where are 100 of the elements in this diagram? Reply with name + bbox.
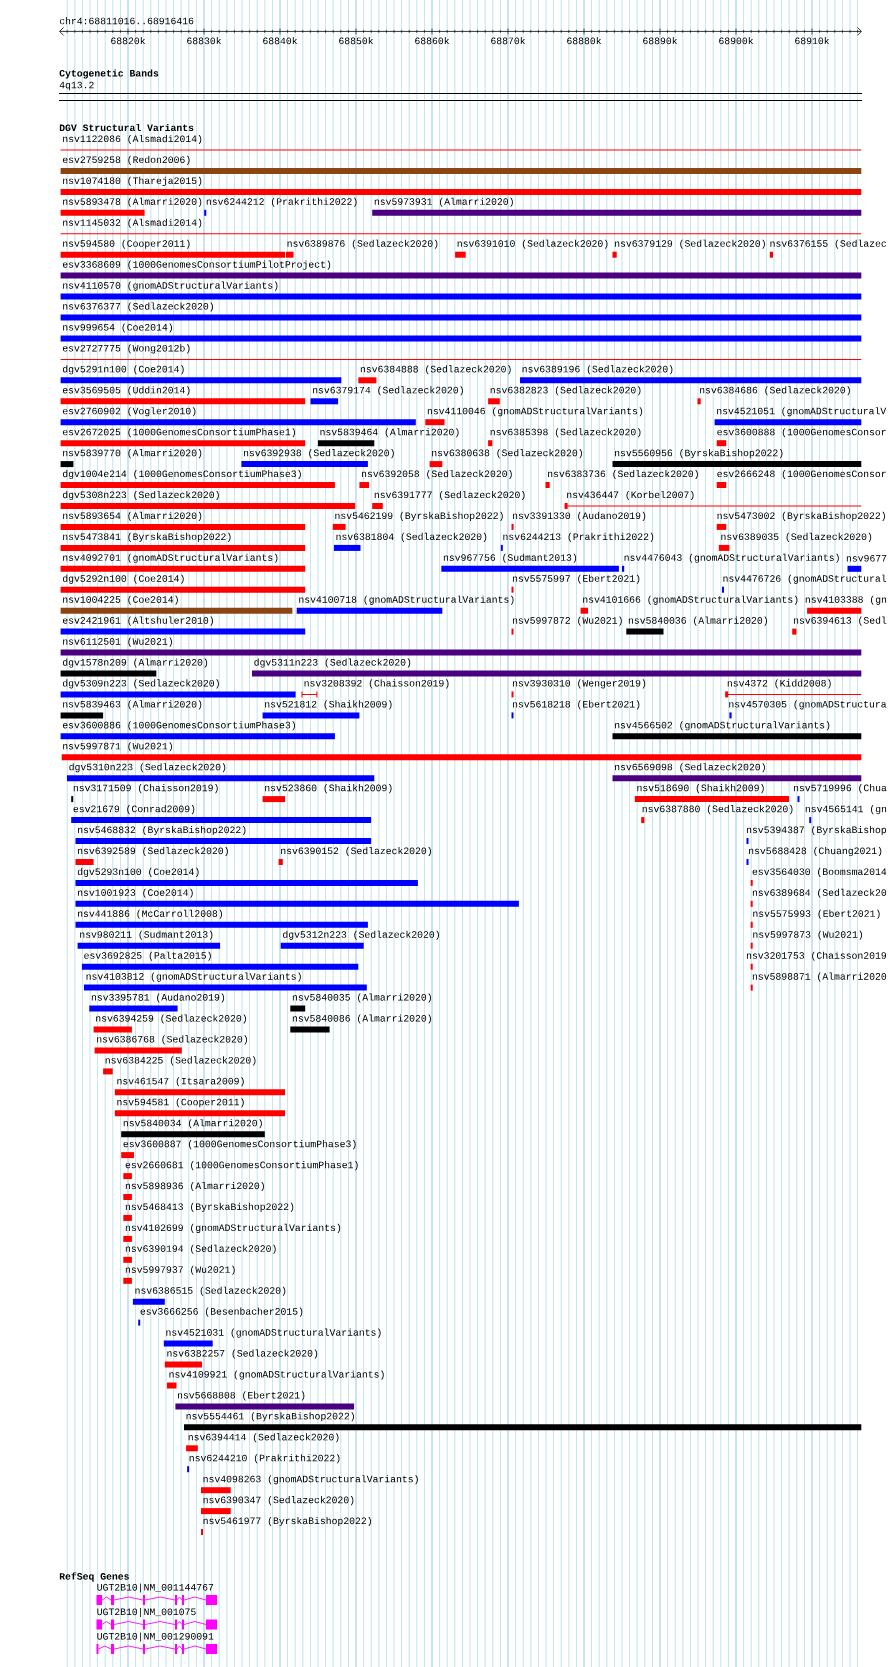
variant-label: nsv594581 (Cooper2011)	[117, 1098, 244, 1108]
variant-label: nsv4476043 (gnomADStructuralVariants)	[624, 553, 839, 563]
variant-label: nsv1001923 (Coe2014)	[78, 888, 193, 898]
variant-label: nsv5898936 (Almarri2020)	[125, 1181, 264, 1192]
variant-label: nsv5461977 (ByrskaBishop2022)	[203, 1516, 371, 1527]
variant-label: nsv3391330 (Audano2019)	[512, 511, 646, 521]
tick-label: 68910k	[795, 37, 830, 45]
variant-label: nsv6381804 (Sedlazeck2020)	[336, 532, 487, 542]
variant-label: esv3600888 (1000GenomesConsor	[717, 428, 886, 438]
variant-label: dgv5309n223 (Sedlazeck2020)	[62, 679, 219, 689]
track-title: RefSeq Genes	[59, 1572, 129, 1582]
variant-label: esv3569505 (Uddin2014)	[62, 386, 190, 396]
gene-label: UGT2B10|NM_001075	[97, 1607, 196, 1618]
variant-label: nsv5997937 (Wu2021)	[125, 1265, 235, 1275]
variant-label: nsv6389684 (Sedlazeck20	[752, 888, 887, 898]
variant-label: dgv5291n100 (Coe2014)	[62, 365, 184, 375]
variant-label: nsv6383736 (Sedlazeck2020)	[548, 469, 698, 480]
variant-label: nsv6387880 (Sedlazeck2020)	[642, 805, 793, 815]
variant-label: nsv5840034 (Almarri2020)	[123, 1119, 262, 1129]
variant-label: nsv1122086 (Alsmadi2014)	[63, 134, 202, 145]
variant-label: nsv594580 (Cooper2011)	[63, 239, 190, 249]
variant-label: nsv1074180 (Thareja2015)	[63, 176, 202, 186]
variant-label: nsv6384888 (Sedlazeck2020)	[360, 365, 511, 375]
variant-label: nsv5668808 (Ebert2021)	[177, 1391, 305, 1401]
variant-label: nsv4103812 (gnomADStructuralVariants)	[86, 972, 301, 982]
variant-label: nsv4110046 (gnomADStructuralVariants)	[427, 407, 643, 417]
variant-label: nsv5394387 (ByrskaBishop	[746, 825, 887, 836]
variant-label: nsv3208392 (Chaisson2019)	[304, 679, 449, 689]
variant-label: nsv518690 (Shaikh2009)	[637, 784, 764, 794]
variant-label: nsv6376155 (Sedlazec	[770, 239, 887, 249]
variant-label: esv3692825 (Palta2015)	[84, 951, 211, 961]
variant-label: nsv3395781 (Audano2019)	[91, 993, 225, 1003]
variant-label: esv2660681 (1000GenomesConsortiumPhase1)	[125, 1161, 358, 1171]
variant-label: dgv5293n100 (Coe2014)	[77, 867, 199, 877]
variant-label: nsv6380638 (Sedlazeck2020)	[432, 449, 582, 459]
variant-label: dgv1004e214 (1000GenomesConsortiumPhase3)	[62, 469, 301, 480]
variant-label: nsv461547 (Itsara2009)	[117, 1077, 244, 1087]
variant-label: nsv6382823 (Sedlazeck2020)	[490, 386, 641, 396]
variant-label: nsv6390194 (Sedlazeck2020)	[125, 1244, 276, 1254]
tick-label: 68820k	[111, 37, 146, 45]
variant-label: nsv5473841 (ByrskaBishop2022)	[63, 532, 231, 542]
variant-label: esv2760902 (Vogler2010)	[62, 407, 196, 417]
variant-label: nsv4100718 (gnomADStructuralVariants)	[299, 595, 514, 605]
variant-label: nsv5560956 (ByrskaBishop2022)	[615, 449, 783, 459]
variant-label: nsv4092701 (gnomADStructuralVariants)	[63, 553, 278, 563]
variant-label: nsv999654 (Coe2014)	[63, 323, 172, 333]
variant-label: nsv6394259 (Sedlazeck2020)	[96, 1014, 246, 1024]
variant-label: nsv5719996 (Chua	[793, 784, 887, 794]
variant-label: nsv5575997 (Ebert2021)	[512, 574, 640, 584]
variant-label: nsv5893478 (Almarri2020)	[63, 197, 202, 207]
variant-label: nsv6394414 (Sedlazeck2020)	[188, 1433, 339, 1443]
variant-label: nsv3930310 (Wenger2019)	[512, 679, 646, 689]
variant-label: nsv4109921 (gnomADStructuralVariants)	[169, 1370, 384, 1380]
variant-label: nsv6376377 (Sedlazeck2020)	[63, 302, 213, 312]
variant-label: esv3564030 (Boomsma2014	[752, 867, 887, 877]
variant-label: nsv4101666 (gnomADStructuralVariants)	[583, 595, 798, 605]
variant-label: dgv5310n223 (Sedlazeck2020)	[69, 763, 226, 773]
variant-label: nsv6392589 (Sedlazeck2020)	[78, 846, 228, 857]
variant-label: nsv5973931 (Almarri2020)	[374, 197, 513, 207]
variant-label: nsv5554461 (ByrskaBishop2022)	[186, 1412, 354, 1422]
variant-label: nsv1004225 (Coe2014)	[63, 595, 178, 605]
variant-label: nsv4566502 (gnomADStructuralVariants)	[615, 721, 830, 731]
variant-label: nsv6386768 (Sedlazeck2020)	[97, 1035, 247, 1045]
variant-label: nsv5997873 (Wu2021)	[753, 930, 863, 940]
variant-label: nsv6385398 (Sedlazeck2020)	[490, 428, 641, 438]
variant-label: nsv6379174 (Sedlazeck2020)	[313, 386, 463, 396]
variant-label: nsv6391777 (Sedlazeck2020)	[374, 490, 525, 501]
variant-label: esv2421961 (Altshuler2010)	[62, 616, 213, 626]
variant-label: nsv4372 (Kidd2008)	[727, 679, 831, 689]
variant-label: dgv5311n223 (Sedlazeck2020)	[254, 658, 411, 668]
variant-label: nsv1145032 (Alsmadi2014)	[63, 218, 202, 228]
gene-label: UGT2B10|NM_001144767	[97, 1583, 214, 1593]
variant-label: nsv5462199 (ByrskaBishop2022)	[335, 511, 503, 521]
variant-label: nsv4476726 (gnomADStructural	[723, 574, 887, 584]
variant-label: nsv3171509 (Chaisson2019)	[73, 784, 218, 794]
variant-label: nsv9677	[846, 555, 887, 562]
variant-label: nsv5839464 (Almarri2020)	[320, 428, 459, 438]
variant-label: nsv4521051 (gnomADStructuralV	[717, 407, 887, 417]
variant-label: nsv6391010 (Sedlazeck2020)	[457, 239, 608, 249]
variant-label: nsv4103388 (gn	[805, 595, 887, 605]
variant-label: nsv521812 (Shaikh2009)	[265, 700, 392, 710]
tick-label: 68840k	[263, 37, 298, 45]
variant-label: nsv6382257 (Sedlazeck2020)	[167, 1349, 318, 1359]
variant-label: esv3600887 (1000GenomesConsortiumPhase3)	[123, 1140, 356, 1150]
variant-label: nsv4565141 (gn	[805, 805, 887, 815]
band-label: 4q13.2	[59, 81, 94, 91]
variant-label: dgv1578n209 (Almarri2020)	[62, 658, 208, 668]
variant-label: nsv6379129 (Sedlazeck2020)	[615, 239, 765, 249]
variant-label: esv3600886 (1000GenomesConsortiumPhase3)	[62, 721, 295, 731]
variant-label: nsv5839463 (Almarri2020)	[63, 700, 202, 710]
variant-label: nsv5997872 (Wu2021)	[512, 616, 622, 626]
variant-label: nsv6244210 (Prakrithi2022)	[189, 1454, 340, 1464]
variant-label: nsv5839770 (Almarri2020)	[63, 449, 202, 459]
variant-label: nsv6390152 (Sedlazeck2020)	[281, 846, 431, 857]
variant-label: nsv436447 (Korbel2007)	[567, 490, 694, 501]
variant-label: nsv5840036 (Almarri2020)	[628, 616, 767, 626]
variant-label: esv21679 (Conrad2009)	[73, 805, 195, 815]
variant-label: dgv5312n223 (Sedlazeck2020)	[283, 930, 439, 940]
track-title: Cytogenetic Bands	[59, 69, 159, 79]
variant-label: nsv5468413 (ByrskaBishop2022)	[125, 1202, 294, 1212]
